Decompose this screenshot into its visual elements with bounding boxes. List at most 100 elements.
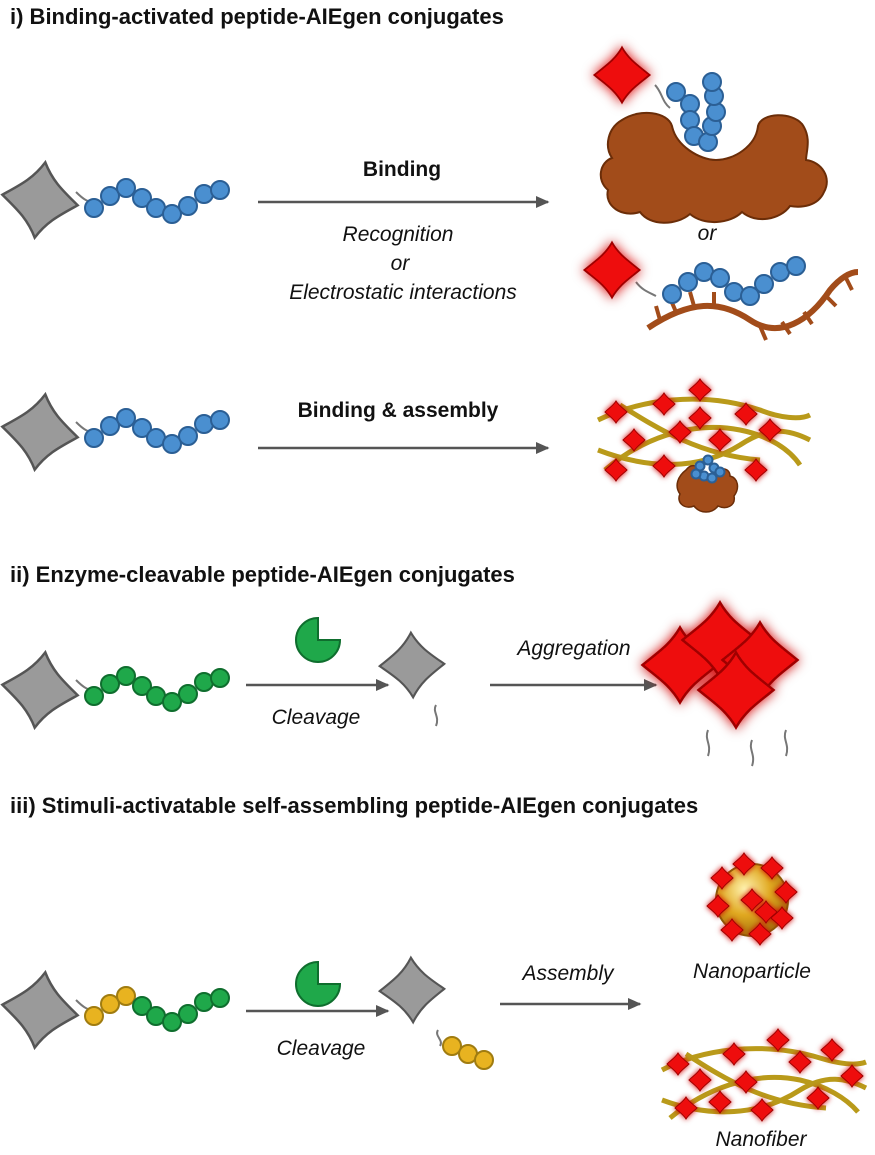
peptide-bead (100, 186, 120, 206)
aiegen-off-3 (0, 645, 85, 735)
peptide-bead (662, 284, 682, 304)
peptide-bead (132, 996, 152, 1016)
peptide-bead (84, 686, 104, 706)
peptide-bead (100, 674, 120, 694)
aiegen-cleaved-1 (368, 621, 456, 709)
peptide-bead (210, 180, 230, 200)
binding-label: Binding (363, 158, 441, 181)
aiegen-on-nanoparticle (706, 852, 798, 946)
aggregation-label: Aggregation (515, 637, 630, 660)
peptide-bead (162, 204, 182, 224)
aiegen-on-small (652, 392, 676, 416)
strand-tick (758, 325, 768, 341)
nanofiber-label: Nanofiber (715, 1128, 807, 1151)
aiegen-cleaved-2 (368, 946, 456, 1034)
aiegen-off-1 (0, 155, 85, 245)
strand-tick (688, 291, 696, 307)
enzyme-icon-1 (295, 616, 342, 663)
protein-pocket (599, 111, 828, 224)
peptide-bead (116, 408, 136, 428)
peptide-yellow-cleaved (442, 1036, 494, 1070)
strand-tick (844, 277, 854, 291)
cleavage-label-1: Cleavage (272, 706, 361, 729)
aiegen-on-small (708, 428, 732, 452)
nanoparticle-label: Nanoparticle (693, 960, 811, 983)
aiegen-on-1b (583, 241, 641, 299)
section-3-heading: iii) Stimuli-activatable self-assembling… (10, 793, 698, 818)
linker-1a (654, 84, 671, 109)
peptide-bead (84, 428, 104, 448)
peptide-bead (116, 986, 136, 1006)
peptide-bead (706, 472, 718, 484)
peptide-bead (690, 468, 702, 480)
peptide-bead (162, 692, 182, 712)
aiegen-on-small (652, 454, 676, 478)
stub-1 (433, 704, 439, 727)
recognition-label: Recognition (343, 223, 454, 246)
strand-tick (824, 294, 838, 308)
aiegen-off-2 (0, 387, 85, 477)
peptide-mixed-4 (75, 986, 230, 1032)
cleavage-label-2: Cleavage (277, 1037, 366, 1060)
or-label-2: or (698, 222, 718, 245)
strand-tick (654, 305, 662, 321)
peptide-bead (714, 466, 726, 478)
aiegen-on-small (722, 1042, 746, 1066)
peptide-bead (740, 286, 760, 306)
peptide-blue-1 (75, 178, 230, 224)
peptide-bead (178, 196, 198, 216)
strand-tick (802, 310, 814, 326)
peptide-bead (116, 178, 136, 198)
aiegen-on-small (604, 400, 628, 424)
peptide-bead (132, 188, 152, 208)
aiegen-on-small (744, 458, 768, 482)
binding-assembly-label: Binding & assembly (298, 399, 499, 422)
aiegen-aggregate (641, 601, 799, 729)
aggregate-stubs (705, 729, 789, 767)
strand-tick (780, 320, 792, 336)
peptide-bead (678, 272, 698, 292)
peptide-bead (162, 1012, 182, 1032)
peptide-bead (210, 668, 230, 688)
peptide-bead (178, 1004, 198, 1024)
peptide-bead (132, 676, 152, 696)
or-label-1: or (391, 252, 411, 275)
peptide-bead (442, 1036, 462, 1056)
section-2-heading: ii) Enzyme-cleavable peptide-AIEgen conj… (10, 562, 515, 587)
peptide-bead (210, 988, 230, 1008)
peptide-bead (786, 256, 806, 276)
peptide-bead (474, 1050, 494, 1070)
peptide-bead (116, 666, 136, 686)
electrostatic-label: Electrostatic interactions (289, 281, 517, 304)
peptide-bead (178, 426, 198, 446)
peptide-bead (702, 454, 714, 466)
peptide-blue-2 (75, 408, 230, 454)
aiegen-on-small (604, 458, 628, 482)
peptide-bead (178, 684, 198, 704)
peptide-bead (162, 434, 182, 454)
peptide-bead (754, 274, 774, 294)
peptide-blue-bound-1a (666, 72, 726, 152)
peptide-bead (702, 72, 722, 92)
peptide-blue-bound-1b (662, 256, 806, 306)
peptide-green-3 (75, 666, 230, 712)
peptide-bead (132, 418, 152, 438)
aiegen-on-1a (593, 46, 651, 104)
peptide-bead (210, 410, 230, 430)
stub-2 (436, 1029, 442, 1047)
assembly-label: Assembly (520, 962, 615, 985)
linker-1b (635, 281, 657, 297)
peptide-bead (84, 1006, 104, 1026)
peptide-bead (710, 268, 730, 288)
peptide-bead (666, 82, 686, 102)
peptide-bead (100, 416, 120, 436)
aiegen-on-nanofiber (666, 1028, 864, 1122)
section-1-heading: i) Binding-activated peptide-AIEgen conj… (10, 4, 504, 29)
aiegen-off-4 (0, 965, 85, 1055)
peptide-cluster (690, 454, 726, 484)
nucleic-acid-strand (646, 269, 859, 332)
enzyme-icon-2 (295, 960, 342, 1007)
aiegen-on-small (688, 1068, 712, 1092)
peptide-bead (84, 198, 104, 218)
